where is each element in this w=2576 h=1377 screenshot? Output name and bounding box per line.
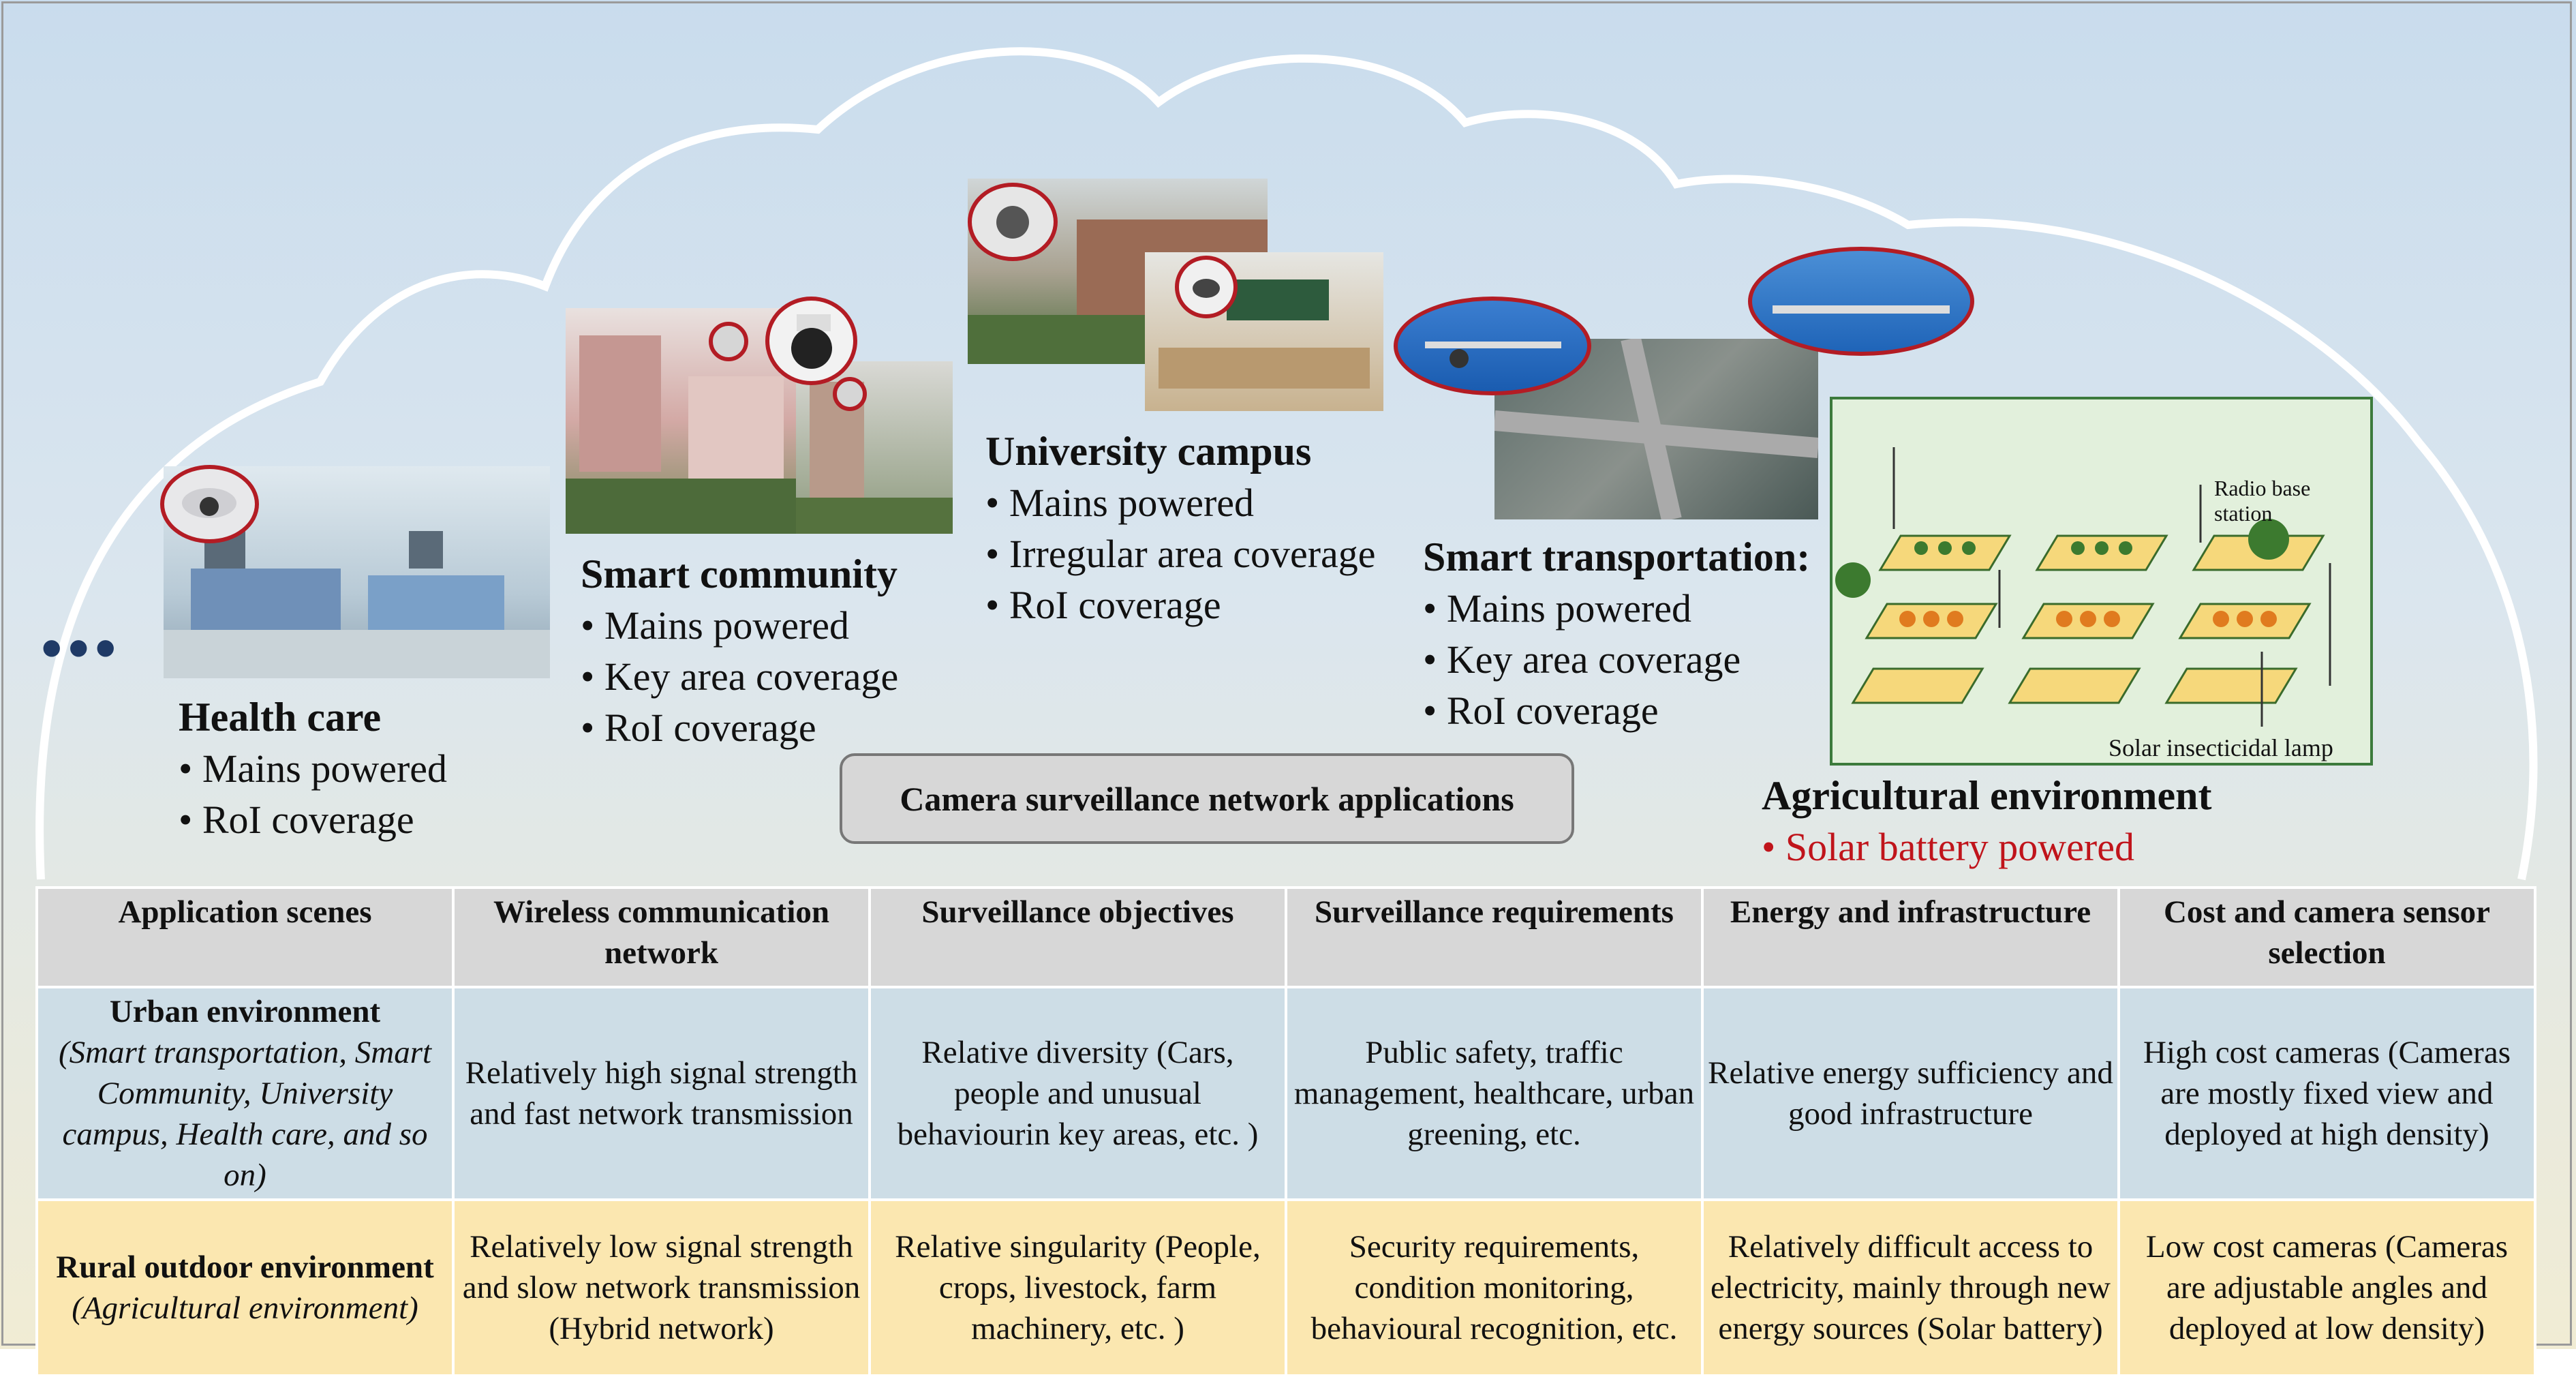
scene-item: RoI coverage bbox=[985, 579, 1376, 631]
more-ellipsis: ••• bbox=[41, 615, 122, 682]
community-camera-zoom-1 bbox=[709, 322, 748, 361]
smart-community-photo-2 bbox=[796, 361, 953, 534]
table-cell: Low cost cameras (Cameras are adjustable… bbox=[2117, 1198, 2536, 1377]
table-cell: Relatively high signal strength and fast… bbox=[452, 986, 871, 1201]
scene-item: RoI coverage bbox=[581, 702, 898, 753]
scene-row-title: Urban environment bbox=[109, 994, 381, 1029]
scene-title: Agricultural environment bbox=[1762, 773, 2212, 818]
table-cell: Relatively low signal strength and slow … bbox=[452, 1198, 871, 1377]
scene-item: Solar battery powered bbox=[1762, 821, 2212, 873]
scene-row-subtitle: (Smart transportation, Smart Community, … bbox=[58, 1035, 432, 1193]
scene-item: RoI coverage bbox=[179, 794, 447, 845]
scene-title: Smart community bbox=[581, 551, 898, 596]
table-cell: Relative singularity (People, crops, liv… bbox=[868, 1198, 1287, 1377]
scene-title: University campus bbox=[985, 429, 1312, 474]
table-row-rural: Rural outdoor environment (Agricultural … bbox=[35, 1198, 2536, 1377]
scene-item: Mains powered bbox=[985, 477, 1376, 528]
table-cell: Public safety, traffic management, healt… bbox=[1285, 986, 1704, 1201]
table-header: Surveillance requirements bbox=[1285, 886, 1704, 988]
radio-base-station-label: Radio base station bbox=[2214, 476, 2311, 526]
cloud-outline bbox=[0, 0, 2576, 1349]
scene-item: Mains powered bbox=[179, 743, 447, 794]
table-cell: Relative diversity (Cars, people and unu… bbox=[868, 986, 1287, 1201]
smart-community-photo bbox=[566, 308, 799, 534]
traffic-camera-zoom-1 bbox=[1394, 297, 1591, 395]
table-row-urban: Urban environment (Smart transportation,… bbox=[35, 986, 2536, 1201]
scene-title: Health care bbox=[179, 695, 382, 740]
scene-item: RoI coverage bbox=[1423, 685, 1810, 736]
table-cell: Relative energy sufficiency and good inf… bbox=[1701, 986, 2120, 1201]
table-cell: Security requirements, condition monitor… bbox=[1285, 1198, 1704, 1377]
scene-item: Mains powered bbox=[581, 600, 898, 651]
scene-row-subtitle: (Agricultural environment) bbox=[72, 1290, 418, 1326]
scene-item: Mains powered bbox=[1423, 583, 1810, 634]
scene-smart-transportation: Smart transportation: Mains powered Key … bbox=[1423, 532, 1810, 736]
diagram-canvas: Radio base station Solar insecticidal la… bbox=[0, 0, 2576, 1349]
comparison-table: Application scenes Wireless communicatio… bbox=[35, 886, 2536, 1377]
table-cell: High cost cameras (Cameras are mostly fi… bbox=[2117, 986, 2536, 1201]
traffic-camera-zoom-2 bbox=[1748, 247, 1974, 356]
ptz-camera-zoom bbox=[765, 297, 857, 385]
scene-row-title: Rural outdoor environment bbox=[56, 1250, 434, 1285]
campus-camera-zoom-1 bbox=[968, 183, 1058, 261]
solar-insecticidal-lamp-label: Solar insecticidal lamp bbox=[2109, 734, 2333, 761]
scene-university-campus: University campus Mains powered Irregula… bbox=[985, 426, 1376, 631]
scene-item: Key area coverage bbox=[581, 651, 898, 702]
scene-agricultural-environment: Agricultural environment Solar battery p… bbox=[1762, 770, 2212, 873]
table-header: Wireless communication network bbox=[452, 886, 871, 988]
table-cell: Urban environment (Smart transportation,… bbox=[35, 986, 455, 1201]
agricultural-farm-illustration: Radio base station Solar insecticidal la… bbox=[1830, 397, 2373, 766]
table-cell: Rural outdoor environment (Agricultural … bbox=[35, 1198, 455, 1377]
table-header: Application scenes bbox=[35, 886, 455, 988]
scene-item: Key area coverage bbox=[1423, 634, 1810, 685]
table-header-row: Application scenes Wireless communicatio… bbox=[35, 886, 2536, 988]
table-cell: Relatively difficult access to electrici… bbox=[1701, 1198, 2120, 1377]
scene-title: Smart transportation: bbox=[1423, 534, 1811, 579]
dome-camera-zoom bbox=[160, 465, 259, 543]
community-camera-zoom-2 bbox=[833, 377, 867, 411]
table-header: Cost and camera sensor selection bbox=[2117, 886, 2536, 988]
table-header: Energy and infrastructure bbox=[1701, 886, 2120, 988]
scene-health-care: Health care Mains powered RoI coverage bbox=[179, 692, 447, 845]
scene-item: Irregular area coverage bbox=[985, 528, 1376, 579]
diagram-caption: Camera surveillance network applications bbox=[840, 753, 1574, 844]
campus-camera-zoom-2 bbox=[1175, 256, 1238, 318]
table-header: Surveillance objectives bbox=[868, 886, 1287, 988]
scene-smart-community: Smart community Mains powered Key area c… bbox=[581, 549, 898, 753]
